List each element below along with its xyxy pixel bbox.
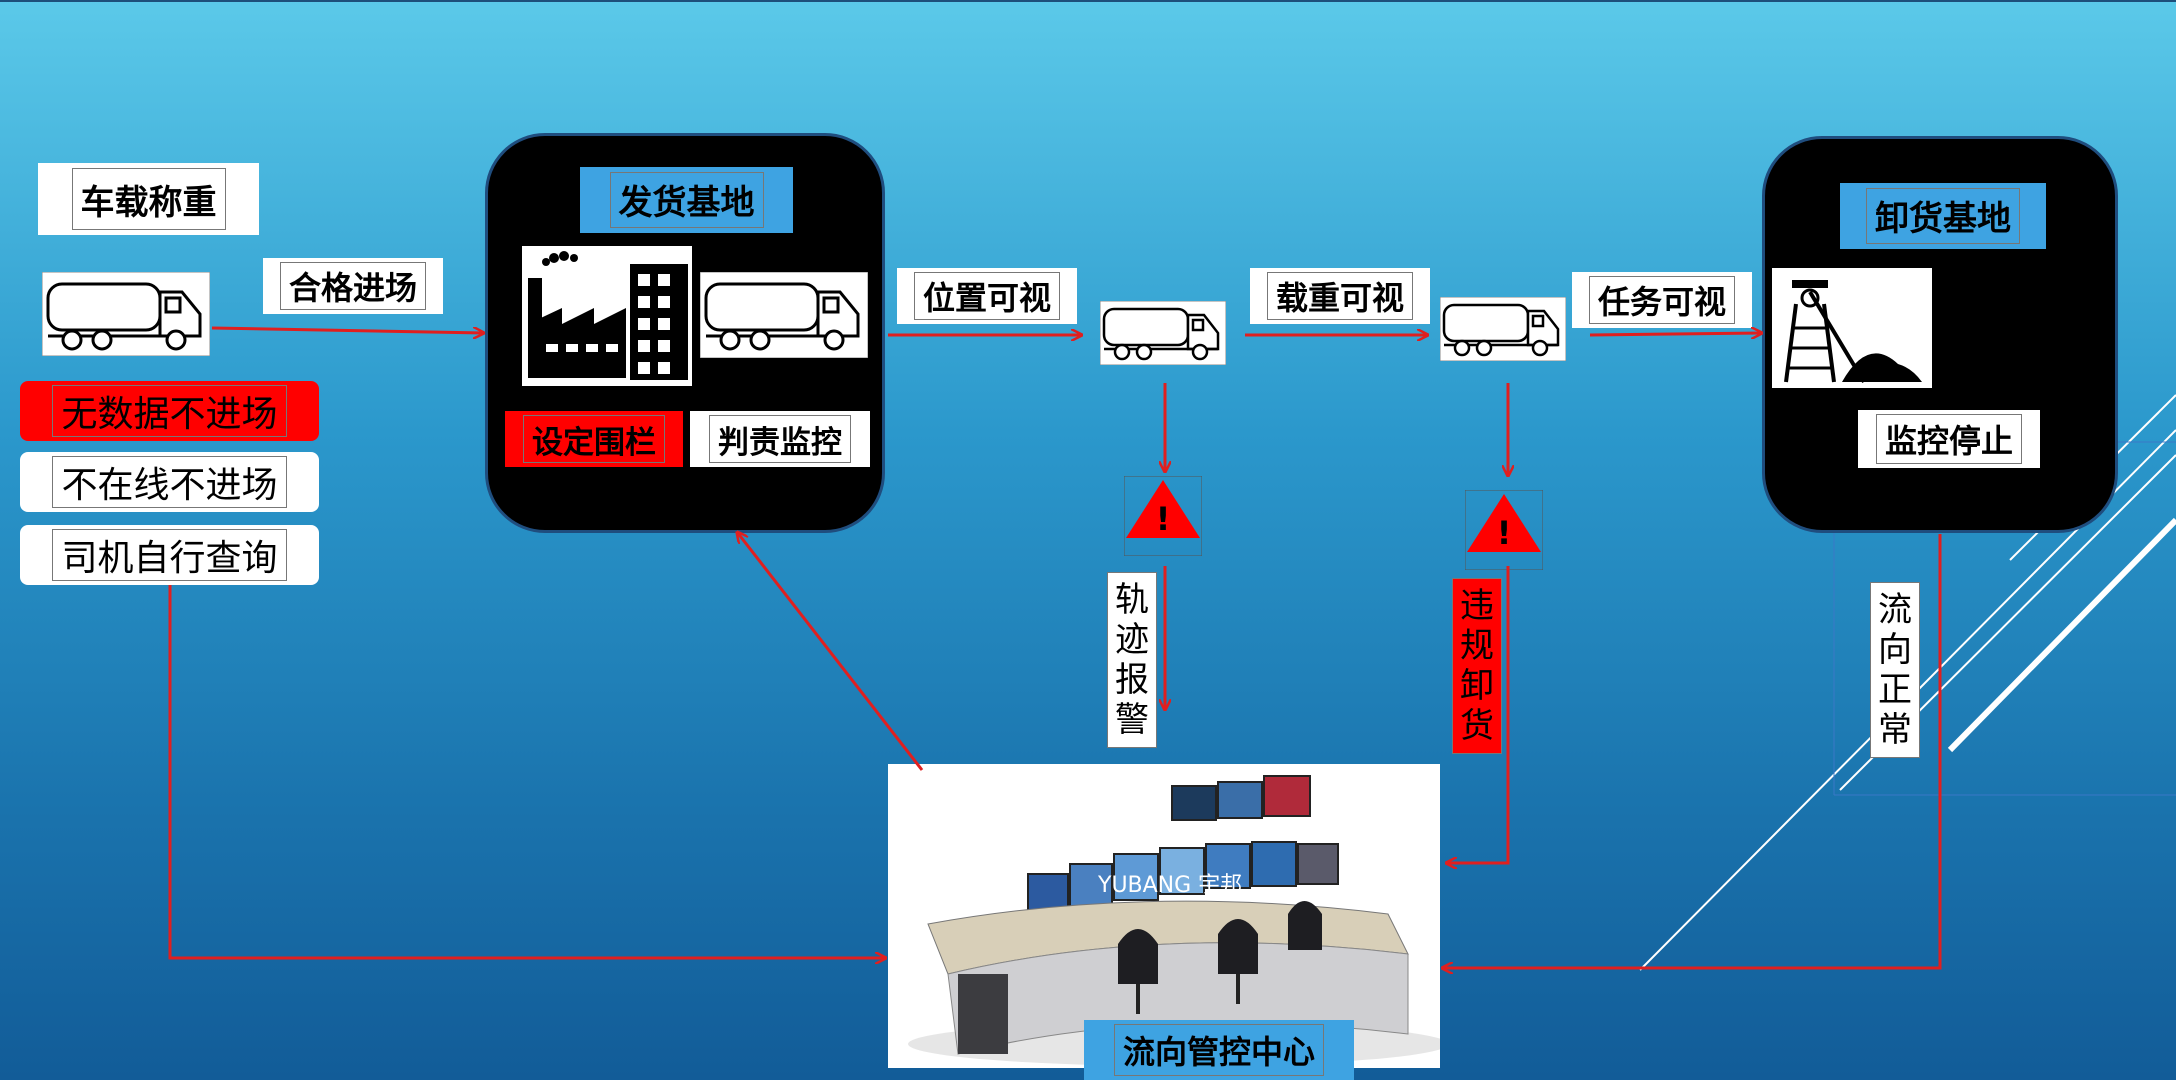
unloading-base-label: 卸货基地 <box>1840 183 2046 249</box>
arrow-entry <box>211 326 484 333</box>
offline-no-entry-label: 不在线不进场 <box>20 452 319 512</box>
illegal-unloading-label: 违 规 卸 货 <box>1452 578 1502 754</box>
warning-triangle-icon-unload <box>1465 490 1543 570</box>
warning-symbol-unload: ! <box>1496 514 1512 552</box>
truck-icon-left <box>42 272 210 356</box>
arrow-illegal-to-center <box>1446 566 1510 863</box>
load-visible-label: 载重可视 <box>1250 268 1430 324</box>
flow-control-center-label: 流向管控中心 <box>1084 1020 1354 1080</box>
no-data-no-entry-label: 无数据不进场 <box>20 381 319 441</box>
track-alarm-label: 轨 迹 报 警 <box>1107 572 1157 748</box>
vehicle-weighing-label: 车载称重 <box>38 163 259 235</box>
responsibility-monitor-label: 判责监控 <box>690 411 870 467</box>
factory-icon <box>522 246 692 386</box>
mine-headframe-icon <box>1772 268 1932 388</box>
arrow-center-to-shipping <box>737 532 924 771</box>
driver-self-query-label: 司机自行查询 <box>20 525 319 585</box>
svg-text:YUBANG 宇邦: YUBANG 宇邦 <box>1097 873 1242 898</box>
warning-triangle-icon-track <box>1124 476 1202 556</box>
position-visible-label: 位置可视 <box>897 268 1077 324</box>
set-fence-label: 设定围栏 <box>505 411 683 467</box>
shipping-base-label: 发货基地 <box>580 167 793 233</box>
arrow-flow-normal-to-center <box>1442 534 1942 968</box>
warning-symbol-track: ! <box>1155 500 1171 538</box>
arrow-to-unloading <box>1589 333 1762 335</box>
truck-icon-position <box>1100 301 1226 365</box>
arrow-driver-query-to-center <box>168 585 886 958</box>
task-visible-label: 任务可视 <box>1572 272 1752 328</box>
flow-normal-label: 流 向 正 常 <box>1870 582 1920 758</box>
monitor-stop-label: 监控停止 <box>1858 410 2040 468</box>
qualified-entry-label: 合格进场 <box>263 258 443 314</box>
truck-icon-shipping-base <box>700 272 868 358</box>
top-border-line <box>0 0 2176 2</box>
truck-icon-load <box>1440 297 1566 361</box>
